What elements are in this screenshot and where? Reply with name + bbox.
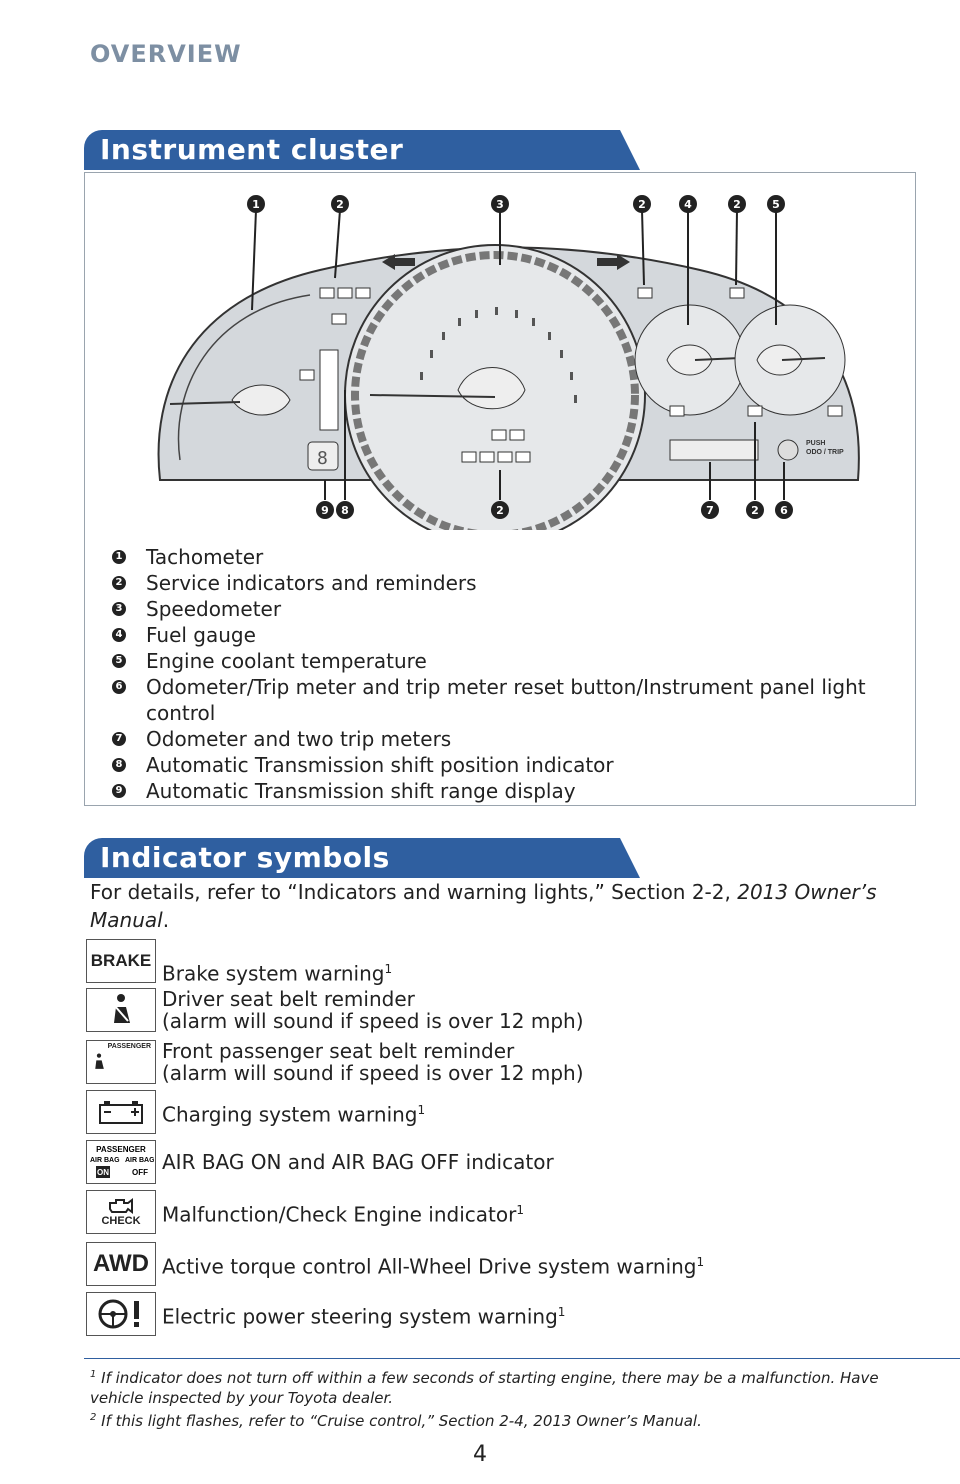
- push-label: PUSH: [806, 440, 825, 447]
- legend-text: Automatic Transmission shift range displ…: [146, 779, 576, 803]
- indicator-row-charging: Charging system warning1: [86, 1090, 425, 1134]
- instrument-cluster-illustration: 8 PUSH ODO / TRIP 1 2 3 2 4: [157, 195, 860, 530]
- legend-text: Service indicators and reminders: [146, 571, 477, 595]
- svg-text:2: 2: [336, 198, 344, 211]
- passenger-seatbelt-icon: PASSENGER: [86, 1040, 156, 1084]
- intro-manual-ref: 2013 Owner’s Manual: [90, 880, 877, 932]
- svg-text:2: 2: [496, 504, 504, 517]
- driver-seatbelt-icon: [86, 988, 156, 1032]
- svg-text:6: 6: [780, 504, 788, 517]
- legend-item: 8 Automatic Transmission shift position i…: [112, 752, 892, 778]
- legend-text: Odometer and two trip meters: [146, 727, 452, 751]
- coolant-temperature-gauge: [734, 304, 846, 416]
- legend-number: 3: [112, 602, 126, 616]
- brake-icon: BRAKE: [86, 939, 156, 984]
- power-steering-icon: [86, 1292, 156, 1336]
- right-turn-icon: [597, 254, 630, 270]
- legend-text: Fuel gauge: [146, 623, 256, 647]
- legend-number: 5: [112, 654, 126, 668]
- svg-text:3: 3: [496, 198, 504, 211]
- shift-position-indicator: [319, 349, 339, 431]
- svg-text:OFF: OFF: [132, 1168, 148, 1177]
- tachometer-gauge: [169, 384, 291, 416]
- intro-text: For details, refer to “Indicators and wa…: [90, 880, 738, 904]
- legend-item: 3 Speedometer: [112, 596, 892, 622]
- legend-item: 2 Service indicators and reminders: [112, 570, 892, 596]
- intro-end: .: [162, 908, 170, 932]
- svg-text:AIR BAG: AIR BAG: [90, 1157, 120, 1164]
- legend-item: 5 Engine coolant temperature: [112, 648, 892, 674]
- cluster-legend: 1 Tachometer 2 Service indicators and remi…: [112, 544, 892, 804]
- instrument-cluster-title: Instrument cluster: [84, 130, 640, 170]
- check-engine-icon: CHECK: [86, 1190, 156, 1234]
- legend-number: 1: [112, 550, 126, 564]
- legend-text: Tachometer: [146, 545, 264, 569]
- odometer-display: [669, 439, 759, 461]
- legend-item: 7 Odometer and two trip meters: [112, 726, 892, 752]
- svg-text:9: 9: [321, 504, 329, 517]
- shift-range-display: [307, 441, 339, 471]
- indicator-label: AIR BAG ON and AIR BAG OFF indicator: [162, 1150, 554, 1174]
- legend-item: 4 Fuel gauge: [112, 622, 892, 648]
- indicator-label: Brake system warning: [162, 961, 385, 986]
- svg-text:4: 4: [684, 198, 692, 211]
- svg-text:8: 8: [341, 504, 349, 517]
- legend-text: Speedometer: [146, 597, 282, 621]
- footnote-divider: [84, 1358, 960, 1359]
- page-number: 4: [473, 1442, 487, 1467]
- svg-text:8: 8: [317, 448, 328, 469]
- legend-text: Odometer/Trip meter and trip meter reset…: [146, 675, 866, 725]
- svg-text:ON: ON: [97, 1168, 109, 1177]
- legend-number: 7: [112, 732, 126, 746]
- indicator-sublabel: (alarm will sound if speed is over 12 mp…: [162, 1009, 584, 1033]
- indicator-label: Malfunction/Check Engine indicator: [162, 1202, 517, 1227]
- indicator-row-driver-seatbelt: Driver seat belt reminder(alarm will sou…: [86, 988, 584, 1032]
- indicator-label: Electric power steering system warning: [162, 1304, 558, 1329]
- odo-trip-button[interactable]: [777, 439, 799, 461]
- indicator-intro: For details, refer to “Indicators and wa…: [90, 878, 890, 934]
- footnote-1: 1 If indicator does not turn off within …: [90, 1369, 879, 1407]
- fuel-gauge: [634, 304, 746, 416]
- legend-number: 6: [112, 680, 126, 694]
- indicator-row-awd: AWD Active torque control All-Wheel Driv…: [86, 1242, 704, 1286]
- legend-number: 8: [112, 758, 126, 772]
- instrument-cluster-panel: [84, 172, 916, 806]
- indicator-label: Active torque control All-Wheel Drive sy…: [162, 1254, 697, 1279]
- odo-trip-label: ODO / TRIP: [806, 449, 844, 456]
- svg-text:PASSENGER: PASSENGER: [96, 1145, 146, 1154]
- indicator-row-passenger-seatbelt: PASSENGER Front passenger seat belt remi…: [86, 1040, 584, 1084]
- legend-number: 9: [112, 784, 126, 798]
- indicator-label: Driver seat belt reminder: [162, 987, 415, 1011]
- speedometer-gauge: [344, 244, 646, 530]
- indicator-sublabel: (alarm will sound if speed is over 12 mp…: [162, 1061, 584, 1085]
- indicator-symbols-title: Indicator symbols: [84, 838, 640, 878]
- indicator-label: Charging system warning: [162, 1102, 418, 1127]
- footnote-2: 2 If this light flashes, refer to “Cruis…: [90, 1412, 702, 1430]
- indicator-row-check-engine: CHECK Malfunction/Check Engine indicator…: [86, 1190, 524, 1234]
- indicator-label: Front passenger seat belt reminder: [162, 1039, 515, 1063]
- legend-number: 4: [112, 628, 126, 642]
- svg-text:1: 1: [252, 198, 260, 211]
- legend-text: Automatic Transmission shift position in…: [146, 753, 614, 777]
- section-header: OVERVIEW: [90, 40, 242, 68]
- indicator-row-airbag: PASSENGER AIR BAG AIR BAG ON OFF AIR BAG…: [86, 1140, 554, 1184]
- legend-item: 1 Tachometer: [112, 544, 892, 570]
- svg-text:2: 2: [733, 198, 741, 211]
- svg-text:2: 2: [751, 504, 759, 517]
- airbag-icon: PASSENGER AIR BAG AIR BAG ON OFF: [86, 1140, 156, 1184]
- legend-item: 9 Automatic Transmission shift range disp…: [112, 778, 892, 804]
- battery-icon: [86, 1090, 156, 1134]
- left-turn-icon: [382, 254, 415, 270]
- svg-text:5: 5: [772, 198, 780, 211]
- legend-text: Engine coolant temperature: [146, 649, 427, 673]
- awd-icon: AWD: [86, 1242, 156, 1286]
- indicator-row-power-steering: Electric power steering system warning1: [86, 1292, 565, 1336]
- footnotes: 1 If indicator does not turn off within …: [90, 1365, 910, 1431]
- indicator-row-brake: BRAKE Brake system warning1: [86, 938, 392, 985]
- legend-item: 6 Odometer/Trip meter and trip meter rese…: [112, 674, 892, 726]
- svg-text:2: 2: [638, 198, 646, 211]
- svg-text:7: 7: [706, 504, 714, 517]
- legend-number: 2: [112, 576, 126, 590]
- svg-text:AIR BAG: AIR BAG: [125, 1157, 154, 1164]
